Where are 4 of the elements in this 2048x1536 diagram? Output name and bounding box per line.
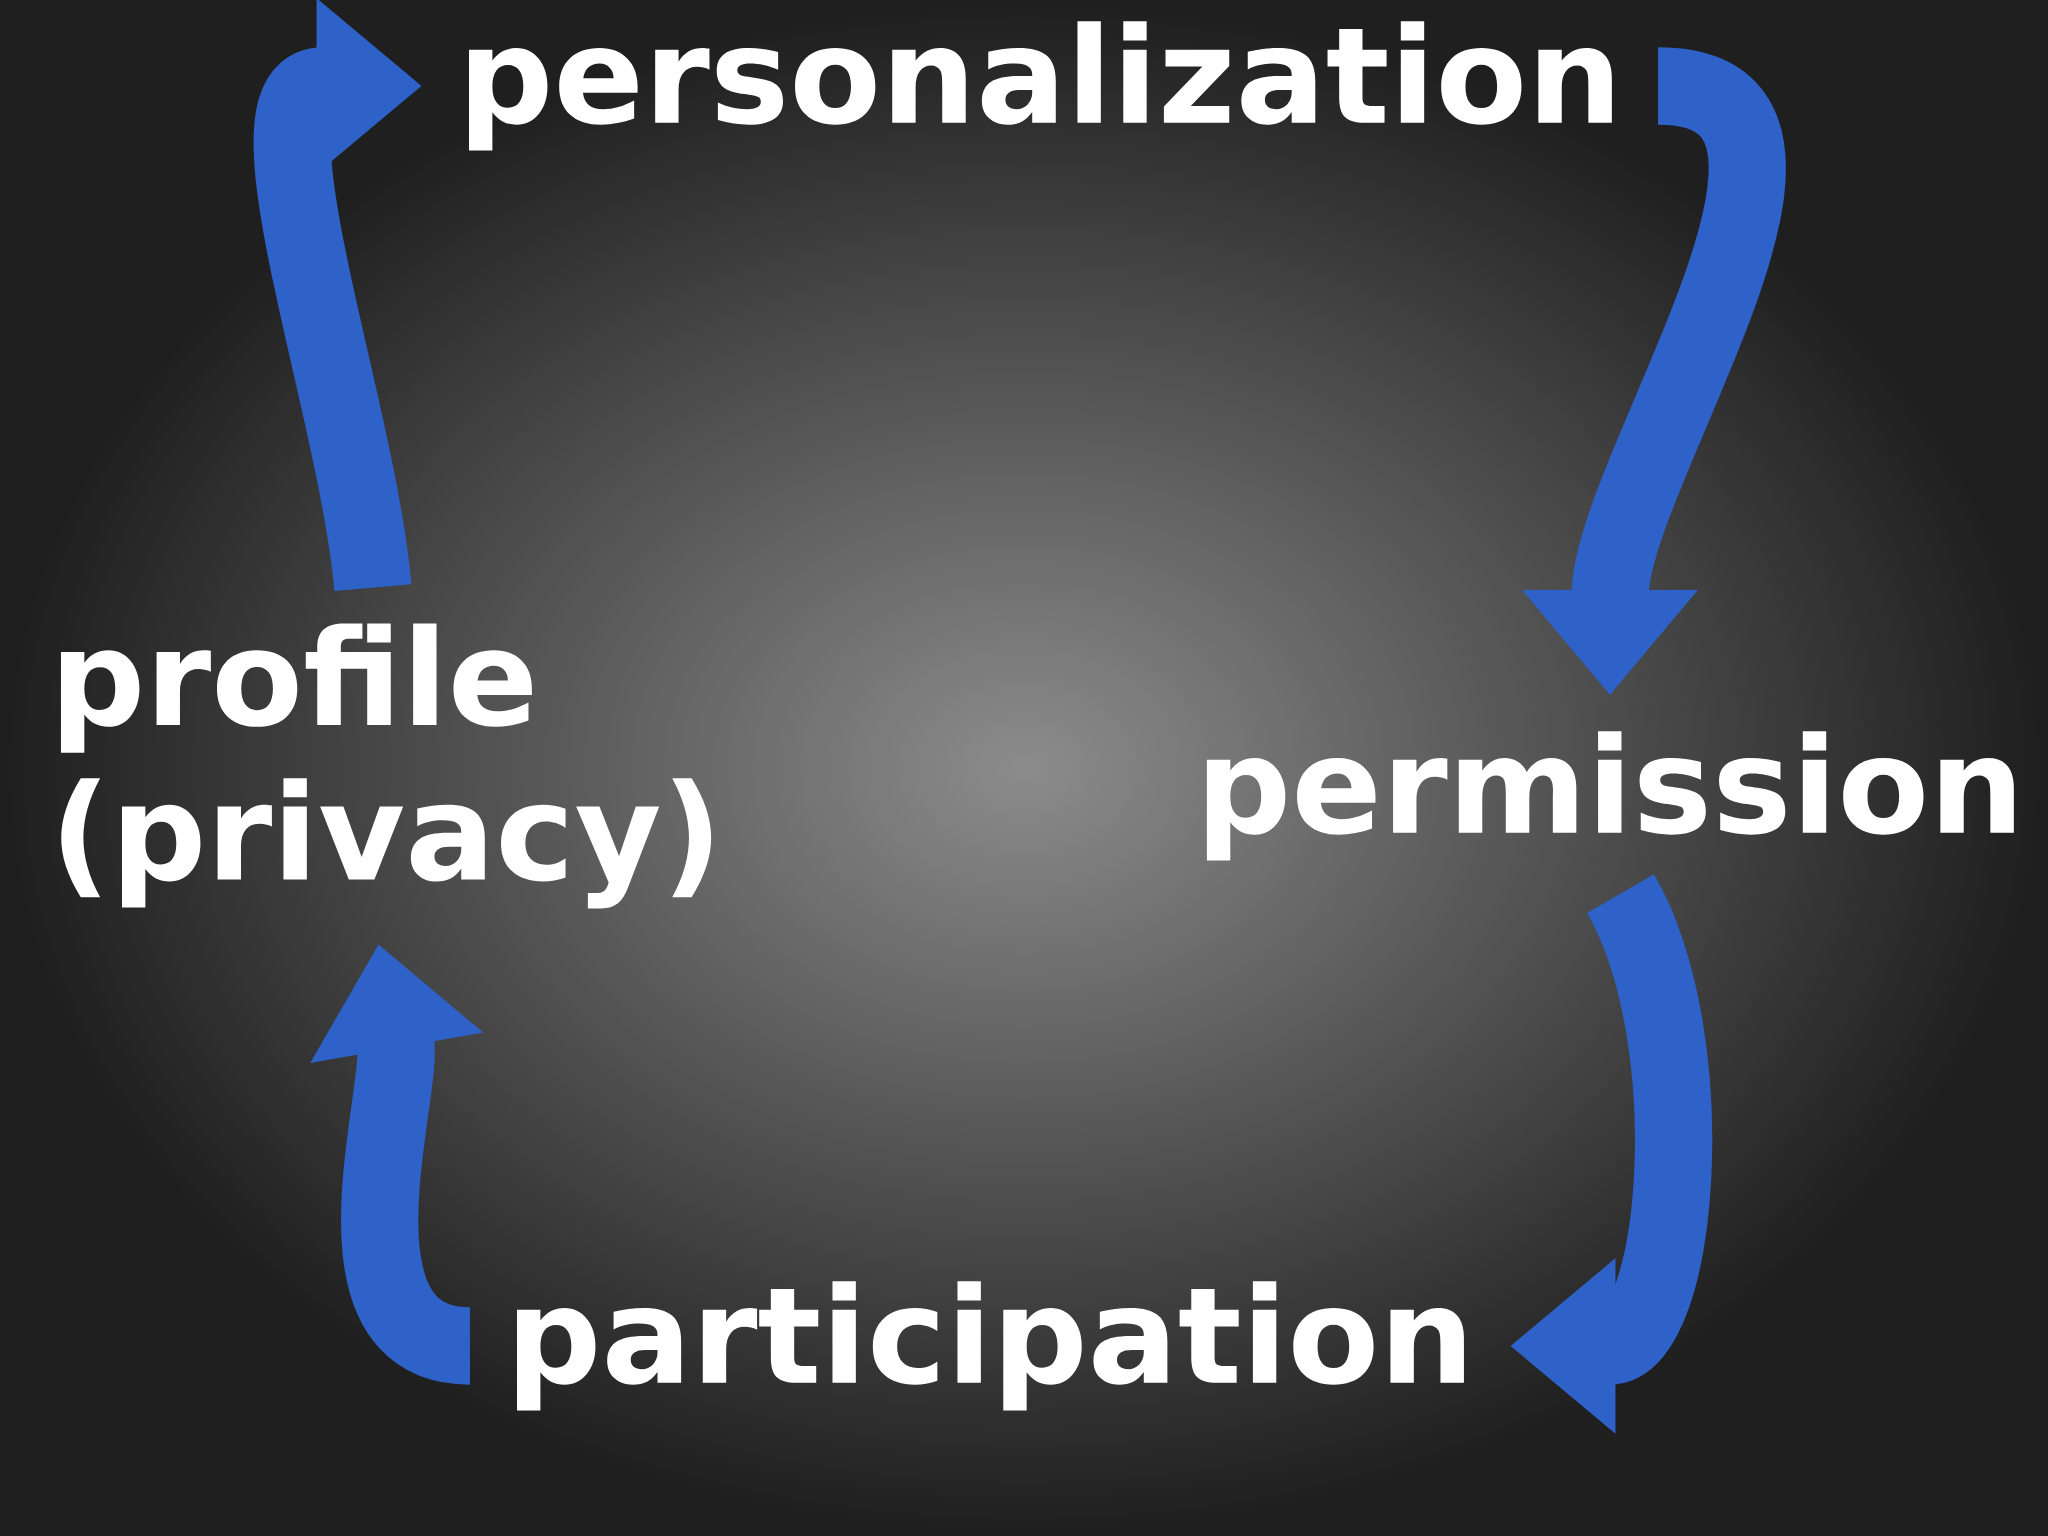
- stage-label: profile (privacy): [60, 623, 712, 909]
- stage-label: personalization: [469, 21, 1612, 151]
- stage-label: participation: [517, 1281, 1464, 1411]
- stage-label: permission: [1206, 731, 2014, 861]
